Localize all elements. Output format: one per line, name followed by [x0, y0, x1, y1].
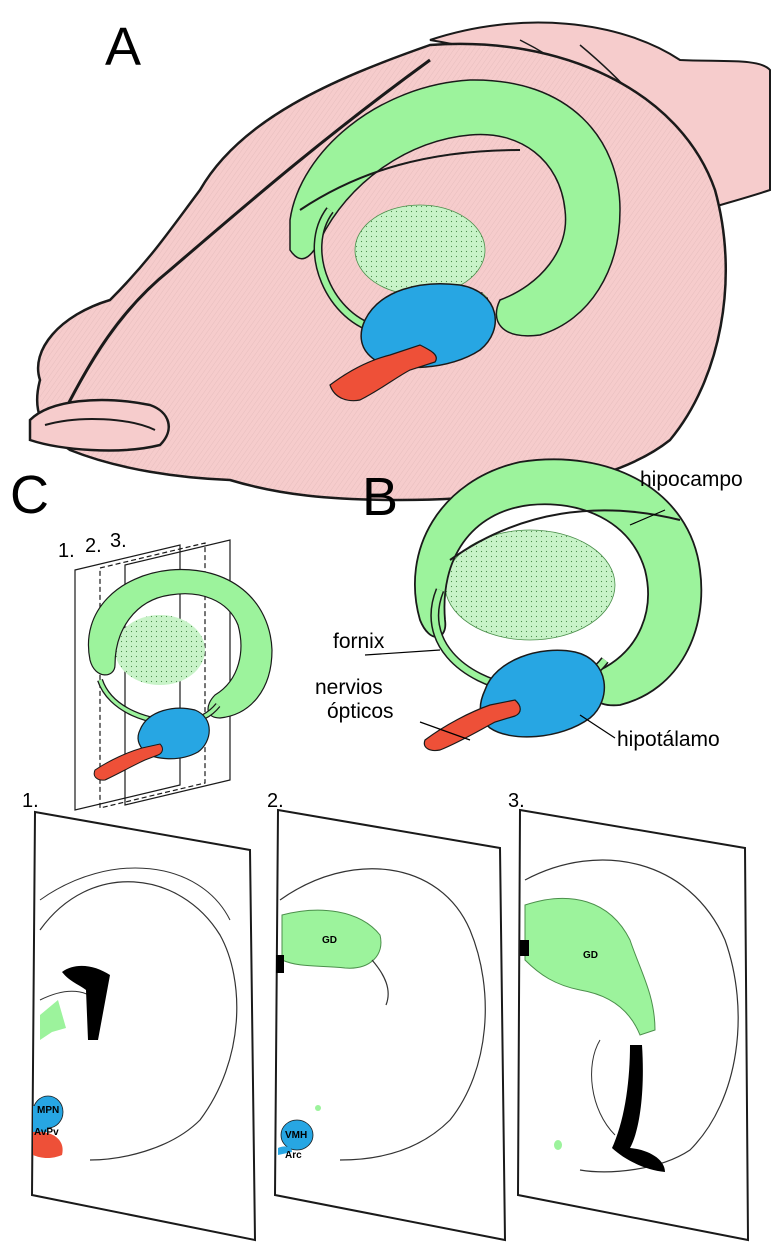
section-1-label-mpn: MPN — [37, 1105, 59, 1116]
section-2-label-gd: GD — [322, 935, 337, 946]
label-hipocampo: hipocampo — [640, 468, 743, 492]
panel-a-label: A — [105, 20, 141, 74]
label-opticos: ópticos — [327, 700, 394, 724]
section-1-label-avpv: AvPv — [34, 1127, 59, 1138]
label-fornix: fornix — [333, 630, 384, 654]
section-3 — [518, 810, 748, 1240]
panel-c-label: C — [10, 468, 49, 522]
section-3-number: 3. — [508, 790, 525, 812]
hypothalamus-b — [480, 650, 604, 737]
section-1-number: 1. — [22, 790, 39, 812]
label-nervios: nervios — [315, 676, 383, 700]
optic-nerves-c — [94, 744, 162, 780]
section-2 — [275, 810, 505, 1240]
panel-b-structures — [365, 459, 701, 750]
plane-1-label: 1. — [58, 540, 75, 562]
panel-a-brain — [30, 23, 770, 510]
section-3-label-gd: GD — [583, 950, 598, 961]
ventricle-2 — [276, 955, 284, 973]
olfactory-bulb — [30, 400, 169, 450]
panel-b-label: B — [362, 470, 398, 524]
section-2-label-arc: Arc — [285, 1150, 302, 1161]
plane-2-label: 2. — [85, 535, 102, 557]
panel-c-planes — [75, 540, 272, 810]
label-hipotalamo: hipotálamo — [617, 728, 720, 752]
section-2-number: 2. — [267, 790, 284, 812]
plane-3-label: 3. — [110, 530, 127, 552]
section-2-label-vmh: VMH — [285, 1130, 307, 1141]
section-1 — [32, 812, 255, 1240]
